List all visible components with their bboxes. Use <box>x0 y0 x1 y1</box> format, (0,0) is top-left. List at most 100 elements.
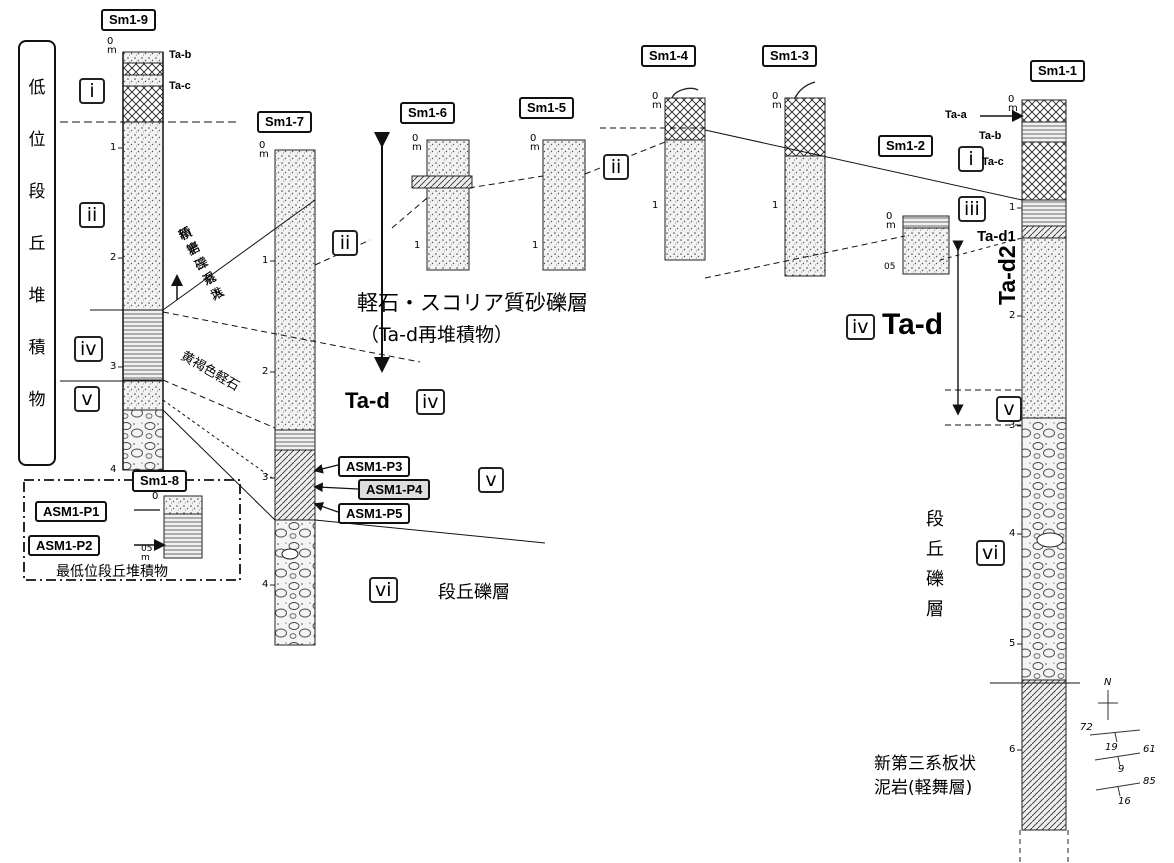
sample-p5-arrow <box>313 502 339 513</box>
depth-1-sm1-6: 1 <box>414 240 421 251</box>
depth-1-sm1-5: 1 <box>532 240 539 251</box>
depth-3-sm1-9: 3 <box>110 361 117 372</box>
pumice-scoria-gravel-label: 軽石・スコリア質砂礫層 <box>357 291 588 315</box>
vertical-char: 層 <box>926 599 944 620</box>
column-sm1-2 <box>902 215 950 275</box>
section-label-sm1-1: Sm1-1 <box>1030 60 1086 82</box>
unit-iii-sm1-2: iii <box>958 196 986 222</box>
depth-05-sm1-2: 05 <box>884 262 896 272</box>
terrace-gravel-label: 段丘礫層 <box>438 582 510 603</box>
sample-asm1-p4: ASM1-P4 <box>358 479 431 500</box>
section-label-sm1-3: Sm1-3 <box>762 45 818 67</box>
tephra-ta-d-sm1-2: Ta-d <box>882 308 944 341</box>
tephra-ta-a-sm1-1: Ta-a <box>945 109 967 121</box>
lowest-terrace-deposit-label: 最低位段丘堆積物 <box>56 564 168 580</box>
column-sm1-5 <box>542 139 586 271</box>
column-sm1-7 <box>274 149 316 646</box>
strike-dip-symbols <box>1089 690 1141 797</box>
vertical-char: 丘 <box>28 234 46 254</box>
tephra-ta-c-sm1-1: Ta-c <box>982 156 1004 168</box>
sample-asm1-p3: ASM1-P3 <box>338 456 411 477</box>
unit-i-sm1-2: i <box>958 146 984 172</box>
unit-v-sm1-1: v <box>996 396 1022 422</box>
sample-asm1-p5: ASM1-P5 <box>338 503 411 524</box>
unit-vi-sm1-1: vi <box>976 540 1005 566</box>
terrace-gravel-vertical-label: 段丘礫層 <box>922 505 948 625</box>
tephra-ta-b-sm1-9: Ta-b <box>169 49 192 61</box>
unit-v-sm1-7: v <box>478 467 504 493</box>
tephra-ta-c-sm1-9: Ta-c <box>169 80 191 92</box>
sample-p4-arrow <box>313 482 359 493</box>
depth-2-sm1-1: 2 <box>1009 310 1016 321</box>
strike-85-label: 85 <box>1143 776 1156 787</box>
depth-1-sm1-9: 1 <box>110 142 117 153</box>
depth-4-sm1-1: 4 <box>1009 528 1016 539</box>
column-sm1-6 <box>411 139 473 271</box>
depth-1-sm1-4: 1 <box>652 200 659 211</box>
depth-2-sm1-9: 2 <box>110 252 117 263</box>
column-sm1-9 <box>122 51 164 471</box>
unit-iv-sm1-9: iv <box>74 336 103 362</box>
vertical-char: 物 <box>28 390 46 410</box>
neogene-mudstone-label: 新第三系板状 泥岩(軽舞層) <box>874 752 976 800</box>
vertical-char: 位 <box>28 130 46 150</box>
depth-ticks <box>118 147 1022 751</box>
section-label-sm1-8: Sm1-8 <box>132 470 188 492</box>
section-label-sm1-4: Sm1-4 <box>641 45 697 67</box>
depth-3-sm1-7: 3 <box>262 472 269 483</box>
lower-terrace-deposit-text: 低位段丘堆積物 <box>20 72 54 436</box>
column-sm1-3 <box>784 81 826 277</box>
vertical-char: 段 <box>28 182 46 202</box>
neogene-mudstone-line-1: 新第三系板状 <box>874 754 976 774</box>
section-label-sm1-5: Sm1-5 <box>519 97 575 119</box>
section-label-sm1-6: Sm1-6 <box>400 102 456 124</box>
unit-iv-sm1-7: iv <box>416 389 445 415</box>
unit-iv-sm1-2: iv <box>846 314 875 340</box>
unit-vi-sm1-7: vi <box>369 577 398 603</box>
tephra-ta-d2: Ta-d2 <box>994 245 1020 305</box>
section-label-sm1-7: Sm1-7 <box>257 111 313 133</box>
depth-3-sm1-1: 3 <box>1009 420 1016 431</box>
unit-ii-sm1-5: ii <box>603 154 629 180</box>
neogene-mudstone-line-2: 泥岩(軽舞層) <box>874 778 973 798</box>
dip-19-label: 19 <box>1105 742 1118 753</box>
tephra-ta-d1: Ta-d1 <box>977 228 1016 245</box>
dip-9-label: 9 <box>1118 764 1125 775</box>
depth-1-sm1-1: 1 <box>1009 202 1016 213</box>
depth-0-sm1-8: 0 <box>152 491 159 502</box>
depth-4-sm1-7: 4 <box>262 579 269 590</box>
depth-4-sm1-9: 4 <box>110 464 117 475</box>
unit-i-sm1-9: i <box>79 78 105 104</box>
ta-d-redeposit-label: （Ta-d再堆積物） <box>360 324 514 346</box>
section-label-sm1-9: Sm1-9 <box>101 9 157 31</box>
dip-16-label: 16 <box>1118 796 1131 807</box>
vertical-char: 堆 <box>28 286 46 306</box>
unit-ii-sm1-9: ii <box>79 202 105 228</box>
sample-asm1-p2: ASM1-P2 <box>28 535 101 556</box>
vertical-char: 段 <box>926 509 944 530</box>
depth-2-sm1-7: 2 <box>262 366 269 377</box>
column-sm1-8 <box>163 495 203 559</box>
tephra-ta-b-sm1-1: Ta-b <box>979 130 1002 142</box>
depth-6-sm1-1: 6 <box>1009 744 1016 755</box>
tephra-ta-d-sm1-7: Ta-d <box>345 388 390 413</box>
depth-1-sm1-7: 1 <box>262 255 269 266</box>
lower-terrace-deposit-label: 低位段丘堆積物 <box>18 40 56 466</box>
sample-p3-arrow <box>313 464 339 474</box>
vertical-char: 低 <box>28 78 46 98</box>
north-arrow-label: N <box>1104 677 1112 688</box>
strike-61-label: 61 <box>1143 744 1156 755</box>
vertical-char: 丘 <box>926 539 944 560</box>
sample-asm1-p1: ASM1-P1 <box>35 501 108 522</box>
depth-5-sm1-1: 5 <box>1009 638 1016 649</box>
column-sm1-4 <box>664 87 706 261</box>
unit-v-sm1-9: v <box>74 386 100 412</box>
